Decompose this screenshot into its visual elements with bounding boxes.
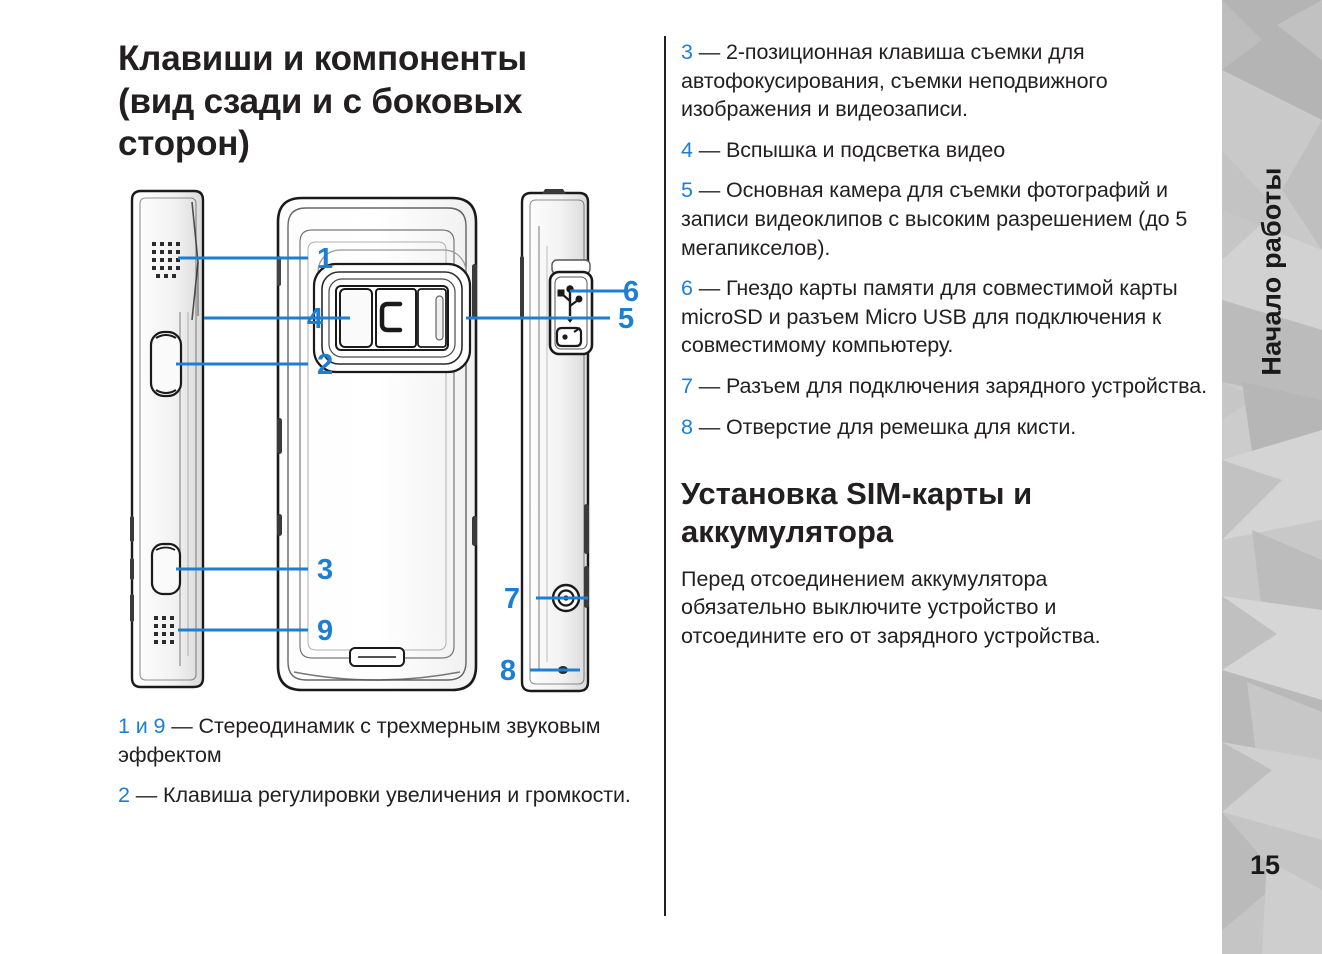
callout-5: 5 <box>618 303 634 335</box>
right-column: 3 — 2-позиционная клавиша съемки для авт… <box>681 38 1218 651</box>
legend-text: Разъем для подключения зарядного устройс… <box>726 373 1207 398</box>
left-side-view <box>130 189 205 689</box>
legend-text: Основная камера для съемки фотографий и … <box>681 178 1188 260</box>
legend-dash: — <box>692 373 727 398</box>
callout-leaders <box>176 256 628 672</box>
caption-dash: — <box>129 783 164 808</box>
callout-7: 7 <box>504 583 520 615</box>
legend-dash: — <box>692 414 727 439</box>
cover-latch <box>349 647 405 667</box>
legend-marker: 3 <box>681 40 693 64</box>
callout-1: 1 <box>317 243 333 275</box>
back-view <box>276 196 478 692</box>
legend-dash: — <box>692 276 727 301</box>
phone-diagram-svg: 1 2 3 9 4 5 6 7 8 <box>130 189 639 693</box>
legend-item: 7 — Разъем для подключения зарядного уст… <box>681 372 1218 401</box>
camera-module <box>312 249 472 374</box>
left-column: Клавиши и компоненты (вид сзади и с боко… <box>118 38 666 918</box>
legend-text: Отверстие для ремешка для кисти. <box>726 414 1077 439</box>
chapter-sidebar: Начало работы 15 <box>1222 0 1322 954</box>
capture-key <box>150 542 182 596</box>
caption-item: 1 и 9 — Стереодинамик с трехмерным звуко… <box>118 712 666 769</box>
legend-dash: — <box>692 40 727 64</box>
bottom-speaker-grille-icon <box>154 616 174 644</box>
caption-dash: — <box>165 714 199 738</box>
caption-marker: 1 и 9 <box>118 714 166 738</box>
legend-item: 5 — Основная камера для съемки фотографи… <box>681 176 1218 262</box>
legend-item: 8 — Отверстие для ремешка для кисти. <box>681 413 1218 442</box>
legend-text: Вспышка и подсветка видео <box>726 137 1006 162</box>
callout-4: 4 <box>307 303 323 335</box>
legend-marker: 8 <box>681 414 693 439</box>
caption-item: 2 — Клавиша регулировки увеличения и гро… <box>118 781 666 810</box>
section-title: Установка SIM-карты и аккумулятора <box>681 476 1033 549</box>
callout-2: 2 <box>317 349 333 381</box>
memory-card-usb-flap <box>548 259 594 356</box>
phone-diagram: 1 2 3 9 4 5 6 7 8 <box>118 186 666 702</box>
legend-item: 6 — Гнездо карты памяти для совместимой … <box>681 274 1218 360</box>
right-side-view <box>520 189 594 693</box>
legend-marker: 4 <box>681 137 693 162</box>
legend-marker: 6 <box>681 276 693 301</box>
page-title: Клавиши и компоненты (вид сзади и с боко… <box>118 39 527 164</box>
legend-text: 2-позиционная клавиша съемки для автофок… <box>681 40 1108 122</box>
section-body-text: Перед отсоединением аккумулятора обязате… <box>681 566 1101 648</box>
legend-marker: 7 <box>681 373 693 398</box>
legend-dash: — <box>692 137 727 162</box>
legend-item: 3 — 2-позиционная клавиша съемки для авт… <box>681 38 1218 124</box>
caption-text: Стереодинамик с трехмерным звуковым эффе… <box>118 714 601 767</box>
page-number: 15 <box>1250 850 1281 880</box>
memory-card-icon <box>555 326 583 348</box>
callout-6: 6 <box>623 276 639 308</box>
legend-text: Гнездо карты памяти для совместимой карт… <box>681 276 1178 358</box>
caption-marker: 2 <box>118 783 130 808</box>
column-divider <box>664 36 666 916</box>
legend-marker: 5 <box>681 178 693 203</box>
chapter-tab-label: Начало работы <box>1256 167 1287 376</box>
callout-numbers: 1 2 3 9 4 5 6 7 8 <box>307 243 639 687</box>
callout-9: 9 <box>317 615 333 647</box>
callout-8: 8 <box>500 655 516 687</box>
diagram-captions: 1 и 9 — Стереодинамик с трехмерным звуко… <box>118 712 666 822</box>
legend-dash: — <box>692 178 727 203</box>
sidebar-pattern <box>1222 0 1322 954</box>
callout-3: 3 <box>317 554 333 586</box>
top-speaker-grille-icon <box>152 242 180 278</box>
caption-text: Клавиша регулировки увеличения и громкос… <box>163 783 631 808</box>
legend-item: 4 — Вспышка и подсветка видео <box>681 136 1218 165</box>
